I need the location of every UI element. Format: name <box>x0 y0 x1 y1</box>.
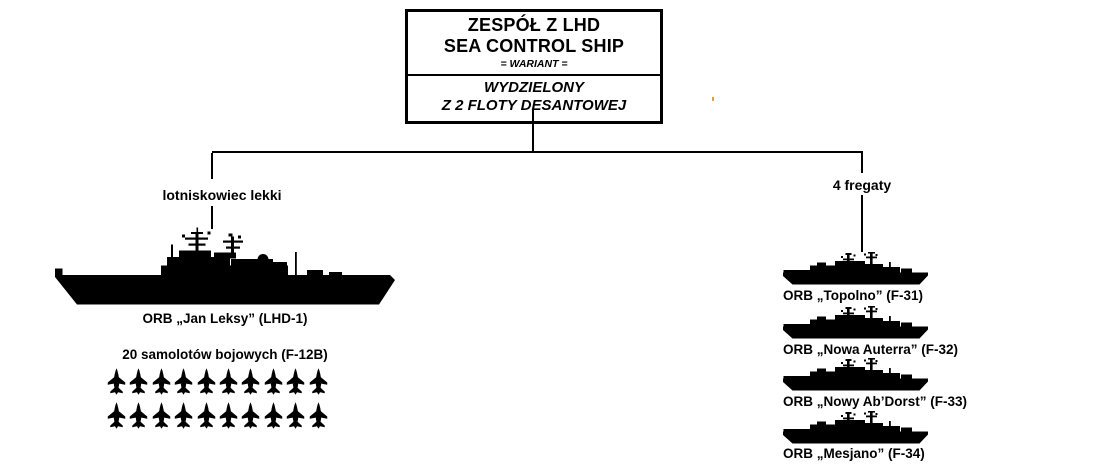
fighter-jet-icon <box>264 368 283 395</box>
fighter-jet-icon <box>152 402 171 429</box>
fighter-jet-icon <box>197 368 216 395</box>
fighter-jet-icon <box>129 402 148 429</box>
connector-horizontal-bar <box>212 151 863 153</box>
connector-right-lower <box>861 195 863 252</box>
connector-left-lower <box>211 206 213 229</box>
fighter-jet-icon <box>309 368 328 395</box>
root-variant-line: = WARIANT = <box>500 58 568 71</box>
branch-label-carrier: lotniskowiec lekki <box>162 187 282 203</box>
fighter-jet-icon <box>264 402 283 429</box>
lhd-carrier-icon <box>55 227 395 307</box>
fighter-jet-icon <box>107 402 126 429</box>
branch-label-frigates: 4 fregaty <box>832 177 892 193</box>
fighter-jet-icon <box>129 368 148 395</box>
fighter-jet-icon <box>219 402 238 429</box>
aircraft-grid <box>107 368 328 429</box>
connector-right-upper <box>861 153 863 173</box>
air-wing-caption: 20 samolotów bojowych (F-12B) <box>122 347 328 362</box>
fighter-jet-icon <box>197 402 216 429</box>
fighter-jet-icon <box>286 368 305 395</box>
connector-stem <box>532 109 534 152</box>
frigate-icon <box>783 306 928 339</box>
fighter-jet-icon <box>107 368 126 395</box>
aircraft-row <box>107 368 328 395</box>
scan-artifact-dot <box>712 97 714 101</box>
fighter-jet-icon <box>152 368 171 395</box>
carrier-name-label: ORB „Jan Leksy” (LHD-1) <box>142 311 308 326</box>
frigate-name-label: ORB „Nowa Auterra” (F-32) <box>783 342 959 357</box>
frigate-name-label: ORB „Nowy Ab’Dorst” (F-33) <box>783 394 968 409</box>
fighter-jet-icon <box>241 368 260 395</box>
root-title-line-1: ZESPÓŁ Z LHD <box>467 15 601 35</box>
root-node-box: ZESPÓŁ Z LHD SEA CONTROL SHIP = WARIANT … <box>405 9 663 124</box>
fighter-jet-icon <box>174 368 193 395</box>
connector-left-upper <box>211 153 213 179</box>
frigate-icon <box>783 411 928 444</box>
frigate-icon <box>783 358 928 391</box>
root-node-bottom-section: WYDZIELONY Z 2 FLOTY DESANTOWEJ <box>408 76 660 121</box>
fighter-jet-icon <box>219 368 238 395</box>
fighter-jet-icon <box>241 402 260 429</box>
root-subtitle-line-1: WYDZIELONY <box>484 79 584 97</box>
root-subtitle-line-2: Z 2 FLOTY DESANTOWEJ <box>441 97 627 115</box>
aircraft-row <box>107 402 328 429</box>
root-node-top-section: ZESPÓŁ Z LHD SEA CONTROL SHIP = WARIANT … <box>408 12 660 77</box>
frigate-name-label: ORB „Topolno” (F-31) <box>783 288 923 303</box>
frigate-name-label: ORB „Mesjano” (F-34) <box>783 446 925 461</box>
fighter-jet-icon <box>174 402 193 429</box>
root-title-line-2: SEA CONTROL SHIP <box>443 36 625 57</box>
frigate-icon <box>783 252 928 285</box>
fighter-jet-icon <box>286 402 305 429</box>
fighter-jet-icon <box>309 402 328 429</box>
